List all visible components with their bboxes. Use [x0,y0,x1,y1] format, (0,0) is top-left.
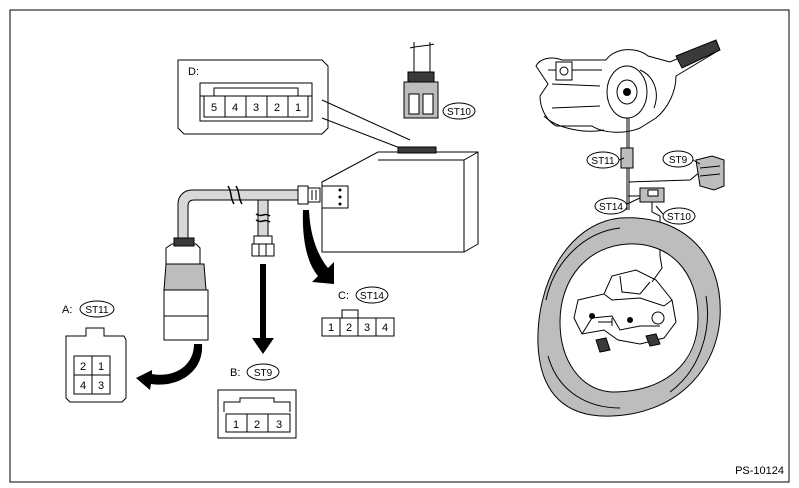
connector-b-detail: B: ST9 1 2 3 [217,363,297,439]
wire-harness [177,185,321,257]
connector-d-pin: 2 [274,102,280,114]
st10-top-plug: ST10 [403,42,476,120]
st9-callout: ST9 [669,155,688,166]
figure-id: PS-10124 [735,465,784,477]
connector-d-pin: 3 [253,102,259,114]
connector-c-pin: 1 [328,322,334,334]
arrow-to-b [252,264,274,354]
connector-a-pin: 4 [80,380,86,392]
st11-harness-plug [163,237,209,341]
connector-d-detail: D: 5 4 3 2 1 [177,59,411,149]
connector-d-pin: 4 [232,102,238,114]
arrow-to-c [302,210,334,284]
connector-b-code: ST9 [254,368,273,379]
connector-d-label: D: [188,66,199,78]
connector-c-pin: 3 [364,322,370,334]
connector-a-pin: 3 [98,380,104,392]
connector-a-pin: 2 [80,361,86,373]
connector-b-pin: 3 [276,419,282,431]
connector-b-pin: 1 [233,419,239,431]
connector-d-pin: 5 [211,102,217,114]
connector-a-code: ST11 [85,305,109,316]
connector-a-label: A: [62,304,72,316]
st10-callout: ST10 [447,107,471,118]
control-unit [321,146,479,253]
connector-c-detail: C: ST14 1 2 3 4 [321,286,395,337]
connector-c-pin: 2 [346,322,352,334]
steering-assembly: ST11 ST9 ST14 ST10 [535,39,725,417]
connector-c-code: ST14 [360,291,384,302]
connector-d-pin: 1 [295,102,301,114]
st10-callout: ST10 [667,212,691,223]
connector-b-label: B: [230,367,240,379]
connector-a-detail: A: ST11 2 1 4 3 [62,300,127,403]
connector-a-pin: 1 [98,361,104,373]
st11-callout: ST11 [591,156,615,167]
arrow-to-a [136,344,203,390]
connector-b-pin: 2 [254,419,260,431]
connector-c-pin: 4 [382,322,388,334]
st14-callout: ST14 [599,202,623,213]
connector-c-label: C: [338,290,349,302]
